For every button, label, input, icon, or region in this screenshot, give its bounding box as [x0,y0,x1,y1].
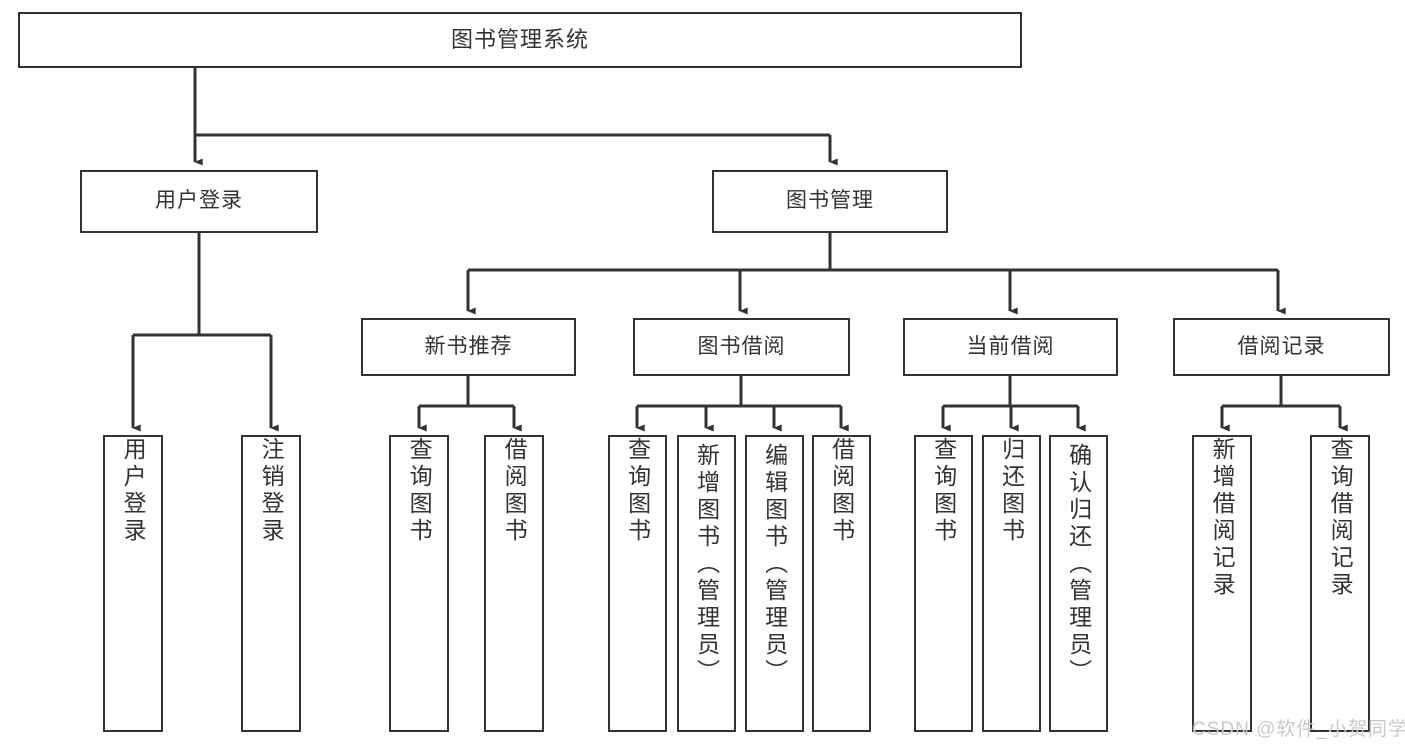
node-leaf-query-book-3-label: 查询图书 [930,437,957,545]
node-leaf-query-book-3[interactable]: 查询图书 [914,435,973,732]
node-leaf-return-book[interactable]: 归还图书 [982,435,1041,732]
node-leaf-add-book[interactable]: 新增图书（管理员） [677,435,736,732]
node-book-borrow-label: 图书借阅 [697,334,786,358]
node-root[interactable]: 图书管理系统 [18,12,1022,68]
node-leaf-query-book-1-label: 查询图书 [406,437,433,545]
node-leaf-query-record-label: 查询借阅记录 [1327,437,1354,599]
node-leaf-edit-book-label: 编辑图书（管理员） [761,443,788,686]
node-user-login-label: 用户登录 [155,189,243,213]
node-leaf-confirm-return-label: 确认归还（管理员） [1065,443,1092,686]
node-book-manage-label: 图书管理 [786,189,874,213]
node-current-borrow-label: 当前借阅 [966,334,1055,358]
node-leaf-borrow-book-1-label: 借阅图书 [501,437,528,545]
node-leaf-add-record-label: 新增借阅记录 [1209,437,1236,599]
node-book-manage[interactable]: 图书管理 [712,170,948,233]
node-leaf-edit-book[interactable]: 编辑图书（管理员） [745,435,804,732]
csdn-watermark: CSDN @软件_小贺同学 [1192,719,1405,740]
node-leaf-return-book-label: 归还图书 [998,437,1025,545]
node-borrow-record[interactable]: 借阅记录 [1173,318,1390,376]
node-new-book-recommend[interactable]: 新书推荐 [361,318,576,376]
node-leaf-query-book-1[interactable]: 查询图书 [389,435,449,732]
node-leaf-borrow-book-2[interactable]: 借阅图书 [812,435,871,732]
node-leaf-user-login[interactable]: 用户登录 [103,435,163,732]
node-leaf-confirm-return[interactable]: 确认归还（管理员） [1049,435,1108,732]
node-leaf-query-record[interactable]: 查询借阅记录 [1310,435,1370,732]
node-borrow-record-label: 借阅记录 [1237,334,1326,358]
node-leaf-logout-label: 注销登录 [258,437,285,545]
node-leaf-add-book-label: 新增图书（管理员） [693,443,720,686]
node-current-borrow[interactable]: 当前借阅 [903,318,1118,376]
node-leaf-query-book-2[interactable]: 查询图书 [608,435,667,732]
node-new-book-recommend-label: 新书推荐 [424,334,513,358]
node-leaf-query-book-2-label: 查询图书 [624,437,651,545]
node-leaf-user-login-label: 用户登录 [120,437,147,545]
node-leaf-borrow-book-2-label: 借阅图书 [828,437,855,545]
node-leaf-add-record[interactable]: 新增借阅记录 [1192,435,1252,732]
node-leaf-borrow-book-1[interactable]: 借阅图书 [484,435,544,732]
node-leaf-logout[interactable]: 注销登录 [241,435,301,732]
node-user-login[interactable]: 用户登录 [80,170,318,233]
node-root-label: 图书管理系统 [450,27,589,53]
node-book-borrow[interactable]: 图书借阅 [633,318,850,376]
